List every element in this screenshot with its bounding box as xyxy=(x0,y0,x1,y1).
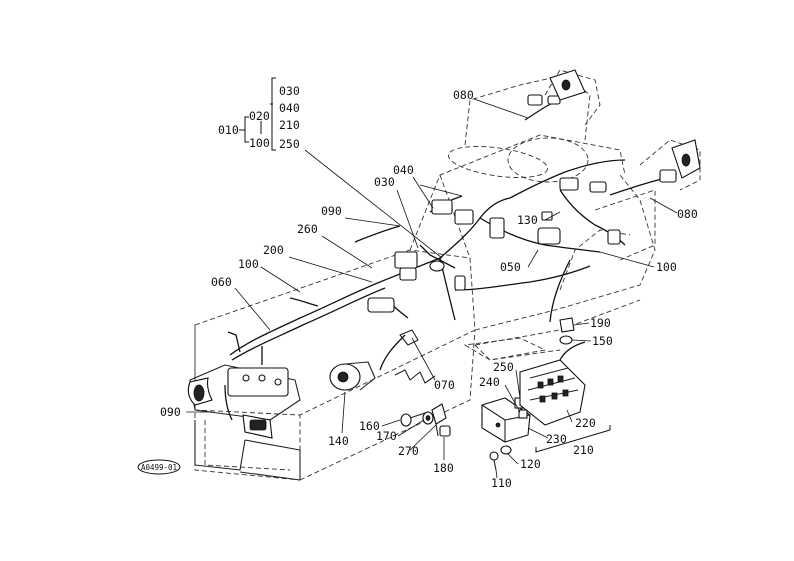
callout-070: 070 xyxy=(434,378,455,392)
callout-100: 100 xyxy=(656,260,677,274)
terminal-part-240 xyxy=(518,409,528,419)
washer-part-170 xyxy=(422,411,434,425)
callout-270: 270 xyxy=(398,444,419,458)
callout-260: 260 xyxy=(297,222,318,236)
callout-210: 210 xyxy=(573,443,594,457)
callout-030: 030 xyxy=(374,175,395,189)
callout-220: 220 xyxy=(575,416,596,430)
left-headlight-icon xyxy=(187,377,213,406)
callout-050: 050 xyxy=(500,260,521,274)
callout-090: 090 xyxy=(160,405,181,419)
callout-150: 150 xyxy=(592,334,613,348)
callout-010: 010 xyxy=(218,123,239,137)
callout-170: 170 xyxy=(376,429,397,443)
horn-part xyxy=(329,361,376,391)
stamp-text: A0499-01 xyxy=(141,463,177,472)
callout-210: 210 xyxy=(279,118,300,132)
callout-040: 040 xyxy=(279,101,300,115)
callout-080: 080 xyxy=(677,207,698,221)
callout-040: 040 xyxy=(393,163,414,177)
diagram-reference-stamp: A0499-01 xyxy=(137,459,181,475)
callout-030: 030 xyxy=(279,84,300,98)
tractor-body-outline xyxy=(194,69,701,481)
bolt-part-160 xyxy=(400,411,429,427)
connector-part-190 xyxy=(559,317,575,333)
callout-230: 230 xyxy=(546,432,567,446)
rear-lamp-part-080 xyxy=(549,69,701,179)
callout-090: 090 xyxy=(321,204,342,218)
callout-labels: 010 020 100 030 040 210 250 080 040 030 … xyxy=(160,84,698,490)
front-grille xyxy=(189,364,301,421)
fuse-box-part-220 xyxy=(519,341,586,426)
callout-140: 140 xyxy=(328,434,349,448)
relay-cluster xyxy=(367,94,677,313)
screw-part-110 xyxy=(489,451,499,471)
callout-200: 200 xyxy=(263,243,284,257)
callout-130: 130 xyxy=(517,213,538,227)
screw-part-120 xyxy=(500,445,512,455)
clamp-part-180 xyxy=(439,425,451,437)
leader-lines xyxy=(186,98,678,479)
callout-100: 100 xyxy=(238,257,259,271)
callout-060: 060 xyxy=(211,275,232,289)
callout-250: 250 xyxy=(493,360,514,374)
connector-part-150 xyxy=(559,335,573,345)
right-headlight-icon xyxy=(242,414,273,439)
ground-strap-part xyxy=(394,329,436,384)
callout-080: 080 xyxy=(453,88,474,102)
legend-brackets xyxy=(239,77,611,453)
front-frame-block xyxy=(194,420,301,481)
callout-120: 120 xyxy=(520,457,541,471)
callout-100: 100 xyxy=(249,136,270,150)
callout-020: 020 xyxy=(249,109,270,123)
callout-250: 250 xyxy=(279,137,300,151)
callout-160: 160 xyxy=(359,419,380,433)
callout-110: 110 xyxy=(491,476,512,490)
callout-190: 190 xyxy=(590,316,611,330)
callout-180: 180 xyxy=(433,461,454,475)
clip-part-270 xyxy=(431,403,447,437)
callout-240: 240 xyxy=(479,375,500,389)
